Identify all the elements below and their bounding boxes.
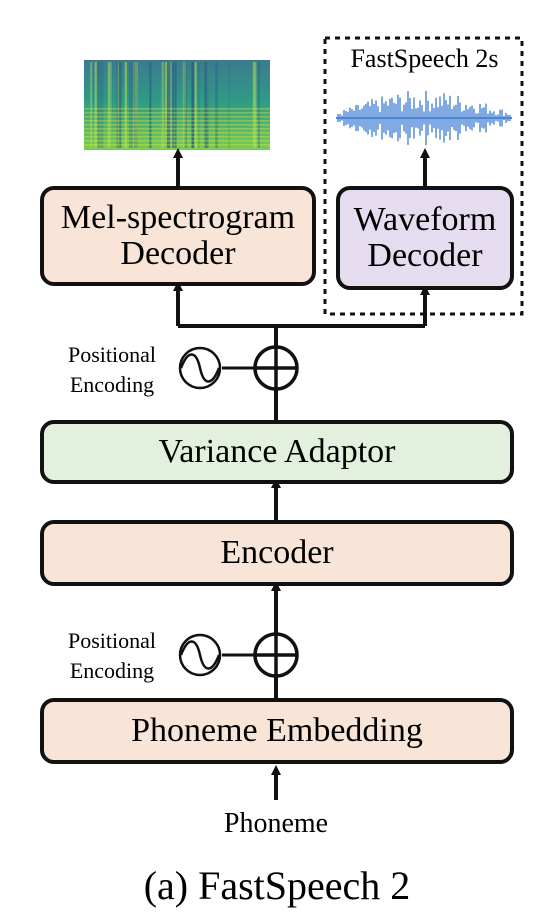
input-label: Phoneme xyxy=(223,808,329,839)
positional-encoding-label-upper: Positional Encoding xyxy=(48,340,176,399)
waveform-decoder-label-line1: Waveform xyxy=(353,201,497,239)
pe-label-line1: Positional xyxy=(67,342,156,367)
encoder-block: Encoder xyxy=(40,520,514,586)
circled-plus-icon xyxy=(253,345,299,391)
mel-decoder-label-line1: Mel-spectrogram xyxy=(60,199,296,237)
pe-label-line2: Encoding xyxy=(69,371,155,397)
waveform-decoder-label-line2: Decoder xyxy=(367,237,483,274)
mel-spectrogram-image xyxy=(84,60,270,150)
sine-wave-icon xyxy=(178,633,222,677)
pe-label-line1: Positional xyxy=(67,628,156,653)
phoneme-embedding-block: Phoneme Embedding xyxy=(40,698,514,764)
pe-label-line2: Encoding xyxy=(69,657,155,683)
sine-wave-icon xyxy=(178,346,222,390)
mel-decoder-label-line2: Decoder xyxy=(120,235,236,272)
waveform-decoder-block: Waveform Decoder xyxy=(336,186,514,290)
audio-waveform-image xyxy=(336,90,512,146)
mel-spectrogram-decoder-block: Mel-spectrogram Decoder xyxy=(40,186,316,286)
variance-adaptor-block: Variance Adaptor xyxy=(40,420,514,484)
circled-plus-icon xyxy=(253,632,299,678)
figure-caption: (a) FastSpeech 2 xyxy=(143,863,411,908)
fastspeech2s-label: FastSpeech 2s xyxy=(350,44,499,73)
positional-encoding-label-lower: Positional Encoding xyxy=(48,626,176,685)
